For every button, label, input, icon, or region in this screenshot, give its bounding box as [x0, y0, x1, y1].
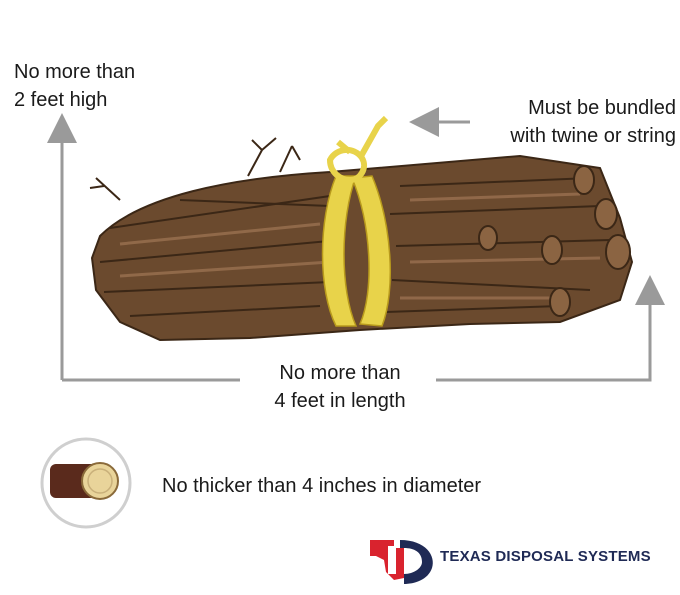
twine-label-line2: with twine or string	[510, 125, 676, 147]
texas-disposal-logo-icon	[370, 540, 433, 584]
branch-cross-section-icon	[40, 437, 132, 529]
height-label-line1: No more than	[14, 61, 136, 83]
height-label-line2: 2 feet high	[14, 89, 108, 111]
height-limit-label: No more than 2 feet high	[14, 58, 214, 114]
length-label-line1: No more than	[279, 362, 401, 384]
length-arrow-right	[436, 275, 665, 382]
twine-label-line1: Must be bundled	[528, 97, 676, 119]
twine-requirement-label: Must be bundled with twine or string	[462, 94, 676, 150]
length-label-line2: 4 feet in length	[274, 390, 406, 412]
bundled-branches-illustration	[89, 115, 634, 342]
diameter-limit-label: No thicker than 4 inches in diameter	[162, 475, 482, 497]
brand-name: TEXAS DISPOSAL SYSTEMS	[440, 548, 651, 565]
length-limit-label: No more than 4 feet in length	[230, 359, 450, 415]
